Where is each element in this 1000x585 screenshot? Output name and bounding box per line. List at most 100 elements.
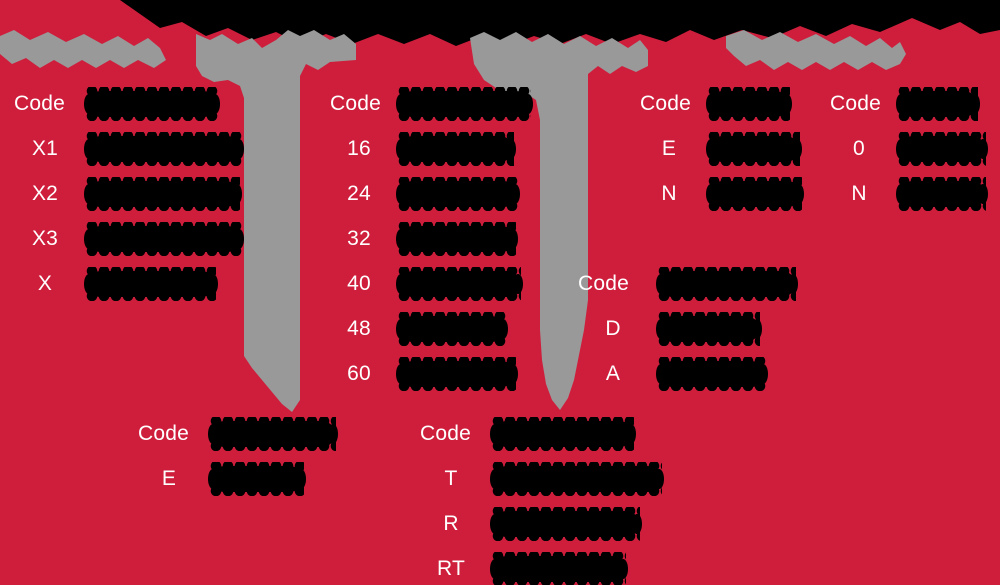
row-label: N [661,182,677,205]
table-row: R [420,501,675,546]
redaction-cell [388,311,545,346]
redacted-value [706,131,802,166]
row-label: 0 [853,137,865,160]
redacted-value [490,461,664,496]
table-row: RT [420,546,675,585]
redaction-cell [388,86,545,121]
table-row: 32 [330,216,545,261]
redaction-cell [888,131,995,166]
redacted-value [656,311,762,346]
redaction-cell [76,266,254,301]
table-row: A [578,351,803,396]
redaction-cell [648,266,803,301]
redacted-value [706,176,804,211]
table-row: Code [138,411,358,456]
table-row: X2 [14,171,254,216]
row-label: X2 [31,182,59,205]
redaction-cell [388,356,545,391]
table-row: 60 [330,351,545,396]
redacted-header-value [84,86,220,121]
row-label: N [851,182,867,205]
redaction-cell [698,131,825,166]
redacted-value [396,356,518,391]
redacted-value [84,176,242,211]
table-row: Code [578,261,803,306]
table-row: Code [420,411,675,456]
redacted-value [84,221,244,256]
redaction-cell [76,221,254,256]
table-row: 0 [830,126,995,171]
table-row: Code [830,81,995,126]
redaction-cell [76,86,254,121]
row-label: E [161,467,177,490]
redaction-cell [482,416,675,451]
row-label: T [444,467,458,490]
redaction-cell [482,551,675,585]
redacted-value [396,176,520,211]
redacted-value [396,131,516,166]
column-header-label: Code [578,272,630,295]
redacted-value [84,266,218,301]
redacted-value [896,176,988,211]
redacted-value [396,311,508,346]
column-header-label: Code [830,92,882,115]
column-header-label: Code [330,92,382,115]
row-label: 16 [347,137,371,160]
row-label: D [605,317,621,340]
redaction-cell [648,356,803,391]
redacted-header-value [396,86,533,121]
table-row: 48 [330,306,545,351]
redacted-header-value [706,86,792,121]
redacted-value [208,461,306,496]
table-row: Code [330,81,545,126]
redacted-header-value [208,416,338,451]
table-row: E [640,126,825,171]
table-row: T [420,456,675,501]
table-row: E [138,456,358,501]
table-row: N [830,171,995,216]
redacted-value [896,131,988,166]
table-row: X [14,261,254,306]
redaction-cell [388,131,545,166]
redaction-cell [482,461,675,496]
row-label: X3 [31,227,59,250]
redaction-cell [388,221,545,256]
redaction-cell [648,311,803,346]
table-row: X1 [14,126,254,171]
redaction-cell [698,86,825,121]
redaction-cell [200,461,358,496]
redacted-header-value [656,266,798,301]
redacted-value [396,266,523,301]
redaction-cell [388,266,545,301]
row-label: X [37,272,53,295]
redacted-header-value [490,416,636,451]
table-row: 16 [330,126,545,171]
redaction-cell [888,176,995,211]
row-label: 60 [347,362,371,385]
column-header-label: Code [640,92,692,115]
redacted-value [490,506,642,541]
row-label: 40 [347,272,371,295]
redaction-cell [76,176,254,211]
table-row: D [578,306,803,351]
table-row: 24 [330,171,545,216]
column-header-label: Code [420,422,472,445]
row-label: A [605,362,621,385]
table-row: N [640,171,825,216]
black-mask-shape [120,0,1000,46]
redaction-cell [698,176,825,211]
column-header-label: Code [138,422,190,445]
redaction-cell [888,86,995,121]
table-row: Code [640,81,825,126]
redacted-value [656,356,768,391]
redacted-header-value [896,86,980,121]
redaction-cell [388,176,545,211]
